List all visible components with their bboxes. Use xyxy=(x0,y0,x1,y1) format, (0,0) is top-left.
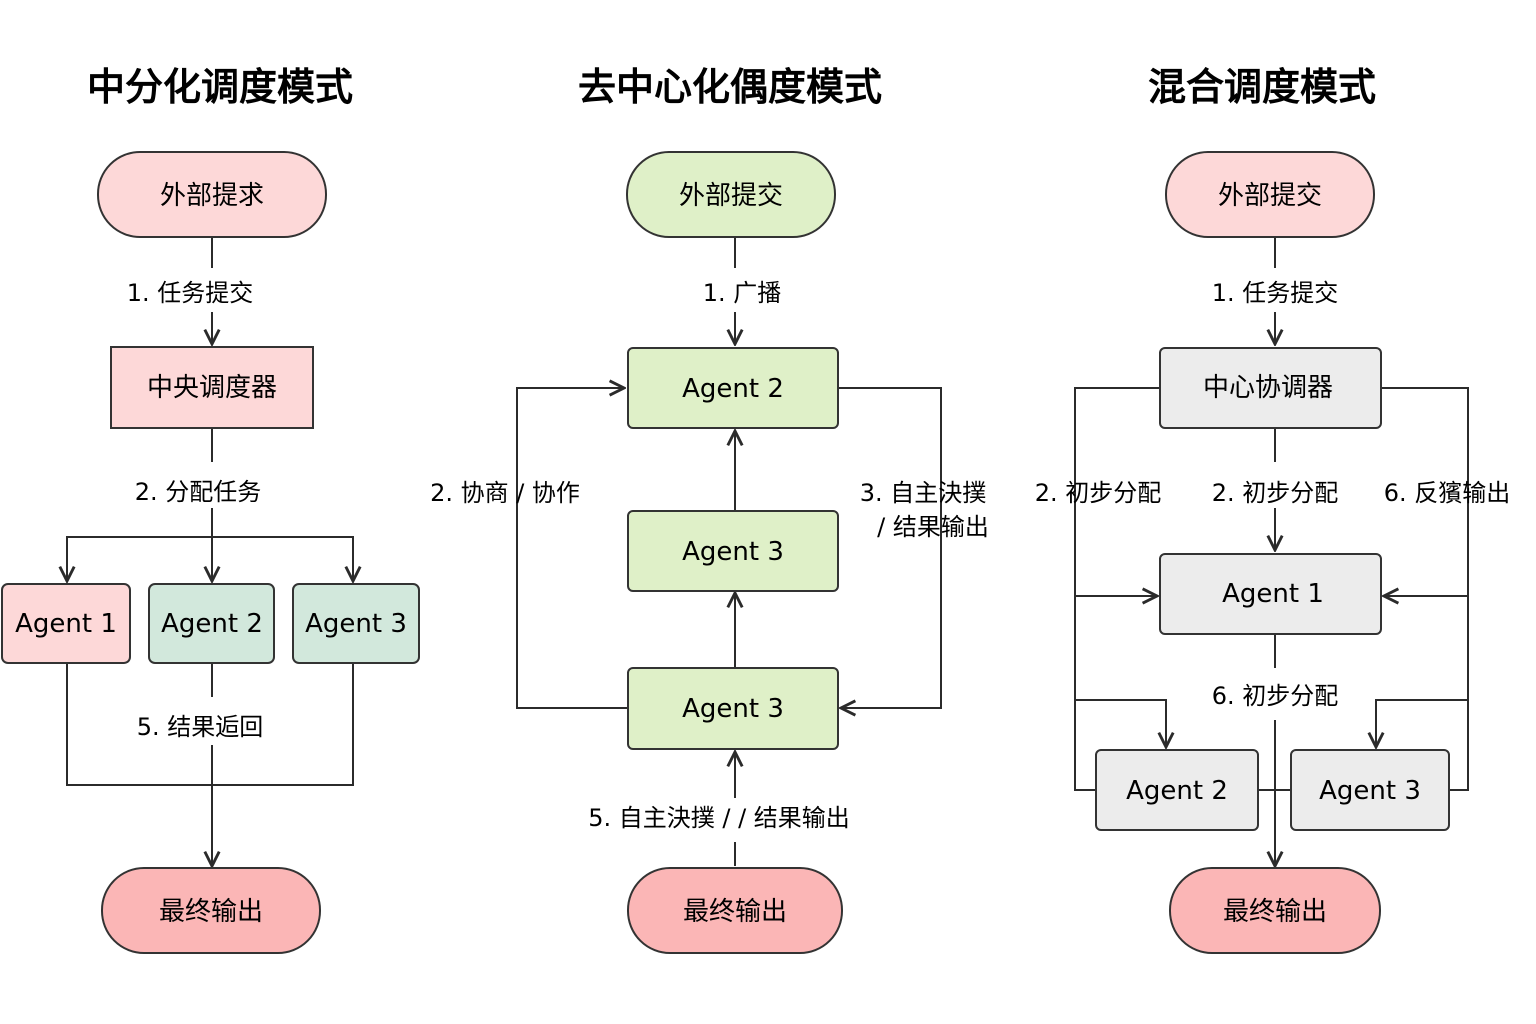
edge-label-assign: 2. 分配任务 xyxy=(135,478,262,506)
node-external-request: 外部提求 xyxy=(97,151,327,238)
node-label: Agent 3 xyxy=(305,609,407,639)
node-final-output: 最终输出 xyxy=(627,867,843,954)
edge-label-decide-2: / 结果输出 xyxy=(877,513,989,541)
edge-label-broadcast: 1. 广播 xyxy=(703,279,782,307)
node-agent-3: Agent 3 xyxy=(292,583,420,664)
edge-label-return: 5. 结果逅回 xyxy=(137,713,264,741)
edge-label-decide-1: 3. 自主決撲 xyxy=(860,479,987,507)
panel-hybrid: 混合调度模式 外部提交 1. 任务提交 中心协调器 2. 初步分配 2. 初步分… xyxy=(1035,65,1511,954)
arrow-right-to-agent3 xyxy=(1376,699,1468,747)
node-coordinator: 中心协调器 xyxy=(1159,347,1382,429)
node-label: Agent 2 xyxy=(1126,776,1228,806)
node-agent-2: Agent 2 xyxy=(148,583,275,664)
connector-assign-branch xyxy=(66,536,354,581)
arrow-decide-loop xyxy=(838,387,942,708)
edge-label-prelim-mid: 2. 初步分配 xyxy=(1212,479,1339,507)
panel-centralized: 中分化调度模式 外部提求 1. 任务提交 中央调度器 2. 分配任务 Agent… xyxy=(1,65,420,954)
node-label: 中央调度器 xyxy=(147,373,277,403)
node-agent-3: Agent 3 xyxy=(1290,749,1450,831)
edge-label-feedback: 6. 反獱输出 xyxy=(1384,479,1511,507)
panel-title: 混合调度模式 xyxy=(1148,65,1376,109)
panel-title: 中分化调度模式 xyxy=(87,65,353,109)
node-label: Agent 3 xyxy=(682,694,784,724)
node-agent-mid: Agent 3 xyxy=(627,510,839,592)
connector-left-loop xyxy=(1074,387,1160,791)
edge-label-prelim-left: 2. 初步分配 xyxy=(1035,479,1162,507)
node-agent-1: Agent 1 xyxy=(1,583,131,664)
node-label: Agent 1 xyxy=(15,609,117,639)
node-label: Agent 1 xyxy=(1222,579,1324,609)
node-label: Agent 3 xyxy=(682,537,784,567)
node-agent-1: Agent 1 xyxy=(1159,553,1382,635)
connector-return-branch xyxy=(66,663,354,786)
arrow-left-to-agent2 xyxy=(1075,699,1166,747)
edge-label-negotiate: 2. 协商 / 协作 xyxy=(430,479,580,507)
node-external-submit: 外部提交 xyxy=(1165,151,1375,238)
node-label: Agent 2 xyxy=(161,609,263,639)
node-label: 外部提交 xyxy=(679,181,783,211)
node-label: 最终输出 xyxy=(1223,897,1327,927)
edge-label-submit: 1. 任务提交 xyxy=(127,279,254,307)
node-label: 外部提求 xyxy=(160,181,264,211)
node-label: 中心协调器 xyxy=(1203,373,1333,403)
edge-label-final: 5. 自主決撲 / / 结果输出 xyxy=(588,804,850,832)
node-label: 外部提交 xyxy=(1218,181,1322,211)
node-label: Agent 2 xyxy=(682,374,784,404)
node-label: 最终输出 xyxy=(683,897,787,927)
node-agent-bottom: Agent 3 xyxy=(627,667,839,750)
node-central-scheduler: 中央调度器 xyxy=(110,346,314,429)
panel-title: 去中心化偶度模式 xyxy=(578,65,882,109)
connector-right-loop xyxy=(1381,387,1469,791)
node-agent-2: Agent 2 xyxy=(1095,749,1259,831)
node-final-output: 最终输出 xyxy=(1169,867,1381,954)
edge-label-submit: 1. 任务提交 xyxy=(1212,279,1339,307)
node-agent-top: Agent 2 xyxy=(627,347,839,429)
node-final-output: 最终输出 xyxy=(101,867,321,954)
node-label: 最终输出 xyxy=(159,897,263,927)
panel-decentralized: 去中心化偶度模式 外部提交 1. 广播 Agent 2 Agent 3 Agen… xyxy=(430,65,989,954)
arrow-negotiate-loop xyxy=(516,388,627,709)
node-label: Agent 3 xyxy=(1319,776,1421,806)
node-external-submit: 外部提交 xyxy=(626,151,836,238)
edge-label-prelim-bottom: 6. 初步分配 xyxy=(1212,682,1339,710)
